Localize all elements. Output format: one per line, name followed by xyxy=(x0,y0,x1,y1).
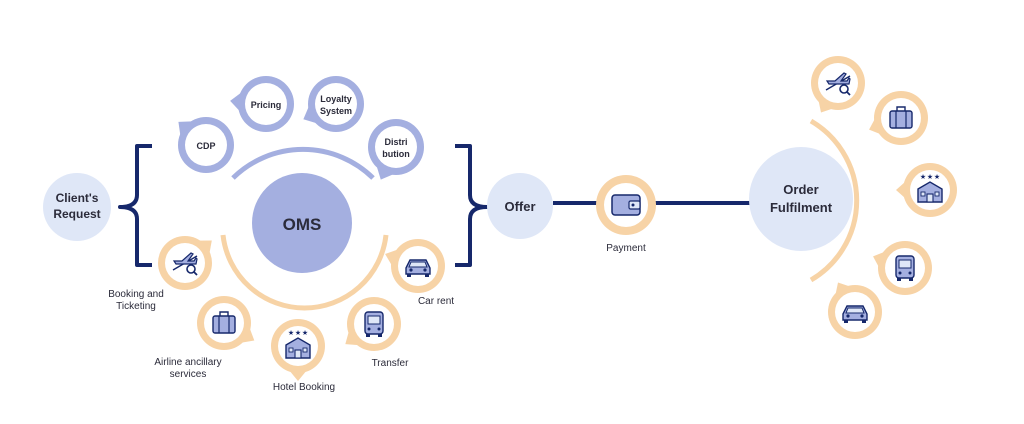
offer-node: Offer xyxy=(487,173,553,239)
right-brace xyxy=(455,144,489,267)
service-hotel: ★★★Hotel Booking xyxy=(271,319,335,393)
top-module-label: Loyalty xyxy=(320,94,352,104)
car-icon xyxy=(405,259,431,277)
offer-label: Offer xyxy=(504,199,535,214)
service-label: Airline ancillary xyxy=(154,357,221,368)
order-fulfilment-node: Order Fulfilment xyxy=(749,147,853,251)
top-module-label: Distri xyxy=(384,137,407,147)
fulfilment-icons: ★★★ xyxy=(811,56,957,339)
luggage-icon xyxy=(889,106,913,129)
order-fulfilment-line2: Fulfilment xyxy=(770,200,833,215)
fulfilment-bus xyxy=(873,241,932,295)
svg-text:★: ★ xyxy=(288,329,294,337)
bus-icon xyxy=(364,311,384,337)
client-request-line2: Request xyxy=(53,207,100,221)
bottom-arc xyxy=(220,234,389,311)
top-module-pricing: Pricing xyxy=(230,76,294,132)
service-label: Booking and xyxy=(108,289,164,300)
top-module-label: System xyxy=(320,106,352,116)
airplane-icon xyxy=(172,252,198,276)
fulfilment-luggage xyxy=(869,91,928,145)
hotel-icon: ★★★ xyxy=(917,173,943,203)
payment-node: Payment xyxy=(596,175,656,254)
top-module-label: CDP xyxy=(196,141,215,151)
fulfilment-hotel: ★★★ xyxy=(896,163,957,217)
top-arc xyxy=(231,146,375,180)
client-request-line1: Client's xyxy=(56,191,99,205)
service-label: Transfer xyxy=(372,358,410,369)
fulfilment-car xyxy=(828,282,882,339)
oms-node: OMS xyxy=(252,173,352,273)
svg-text:★: ★ xyxy=(920,173,926,181)
top-module-cdp: CDP xyxy=(178,117,234,173)
svg-text:★: ★ xyxy=(927,173,933,181)
service-label: Ticketing xyxy=(116,301,156,312)
bus-icon xyxy=(895,255,915,281)
service-label: Car rent xyxy=(418,296,454,307)
client-request-node: Client's Request xyxy=(43,173,111,241)
airplane-icon xyxy=(825,72,851,96)
service-car: Car rent xyxy=(385,239,454,307)
top-module-distribution: Distri bution xyxy=(368,119,424,180)
payment-label: Payment xyxy=(606,243,646,254)
oms-label: OMS xyxy=(283,215,322,234)
left-brace xyxy=(118,144,152,267)
service-label: services xyxy=(170,369,207,380)
car-icon xyxy=(842,305,868,323)
svg-text:★: ★ xyxy=(934,173,940,181)
luggage-icon xyxy=(212,311,236,334)
fulfilment-airplane xyxy=(811,56,865,113)
top-module-label: bution xyxy=(382,149,410,159)
order-fulfilment-line1: Order xyxy=(783,182,818,197)
wallet-icon xyxy=(611,194,641,216)
svg-text:★: ★ xyxy=(302,329,308,337)
service-bus: Transfer xyxy=(345,297,409,369)
top-module-label: Pricing xyxy=(251,100,282,110)
service-label: Hotel Booking xyxy=(273,382,335,393)
svg-text:★: ★ xyxy=(295,329,301,337)
hotel-icon: ★★★ xyxy=(285,329,311,359)
fulfilment-arc xyxy=(809,118,860,283)
